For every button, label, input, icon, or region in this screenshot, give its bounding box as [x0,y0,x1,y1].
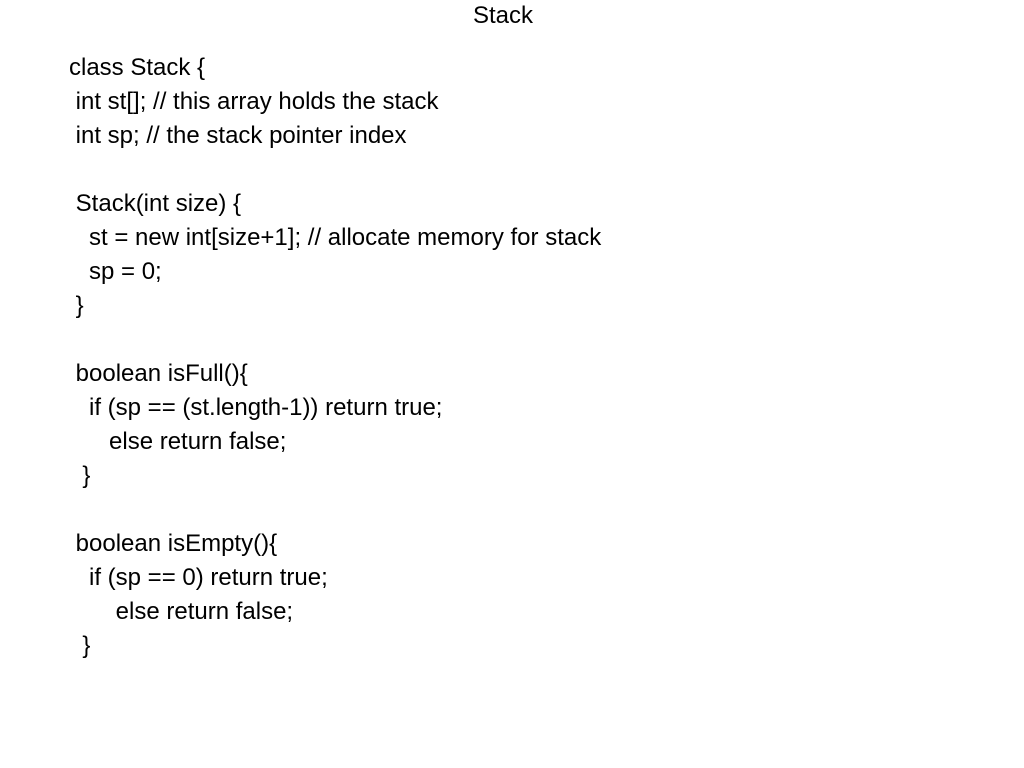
slide-title: Stack [472,2,534,29]
code-line [69,493,601,527]
code-line: boolean isEmpty(){ [69,530,278,557]
code-block: class Stack { int st[]; // this array ho… [69,51,601,663]
code-line: if (sp == (st.length-1)) return true; [69,394,443,421]
code-line: } [69,632,91,659]
code-line: if (sp == 0) return true; [69,564,328,591]
code-line: else return false; [69,428,287,455]
code-line: boolean isFull(){ [69,360,248,387]
code-line: int st[]; // this array holds the stack [69,88,439,115]
code-line: } [69,292,84,319]
code-line: } [69,462,91,489]
code-line: else return false; [69,598,294,625]
code-line: sp = 0; [69,258,162,285]
code-line: class Stack { [69,54,206,81]
code-line [69,323,601,357]
code-line: int sp; // the stack pointer index [69,122,407,149]
code-line: Stack(int size) { [69,190,242,217]
code-line: st = new int[size+1]; // allocate memory… [69,224,602,251]
code-line [69,153,601,187]
